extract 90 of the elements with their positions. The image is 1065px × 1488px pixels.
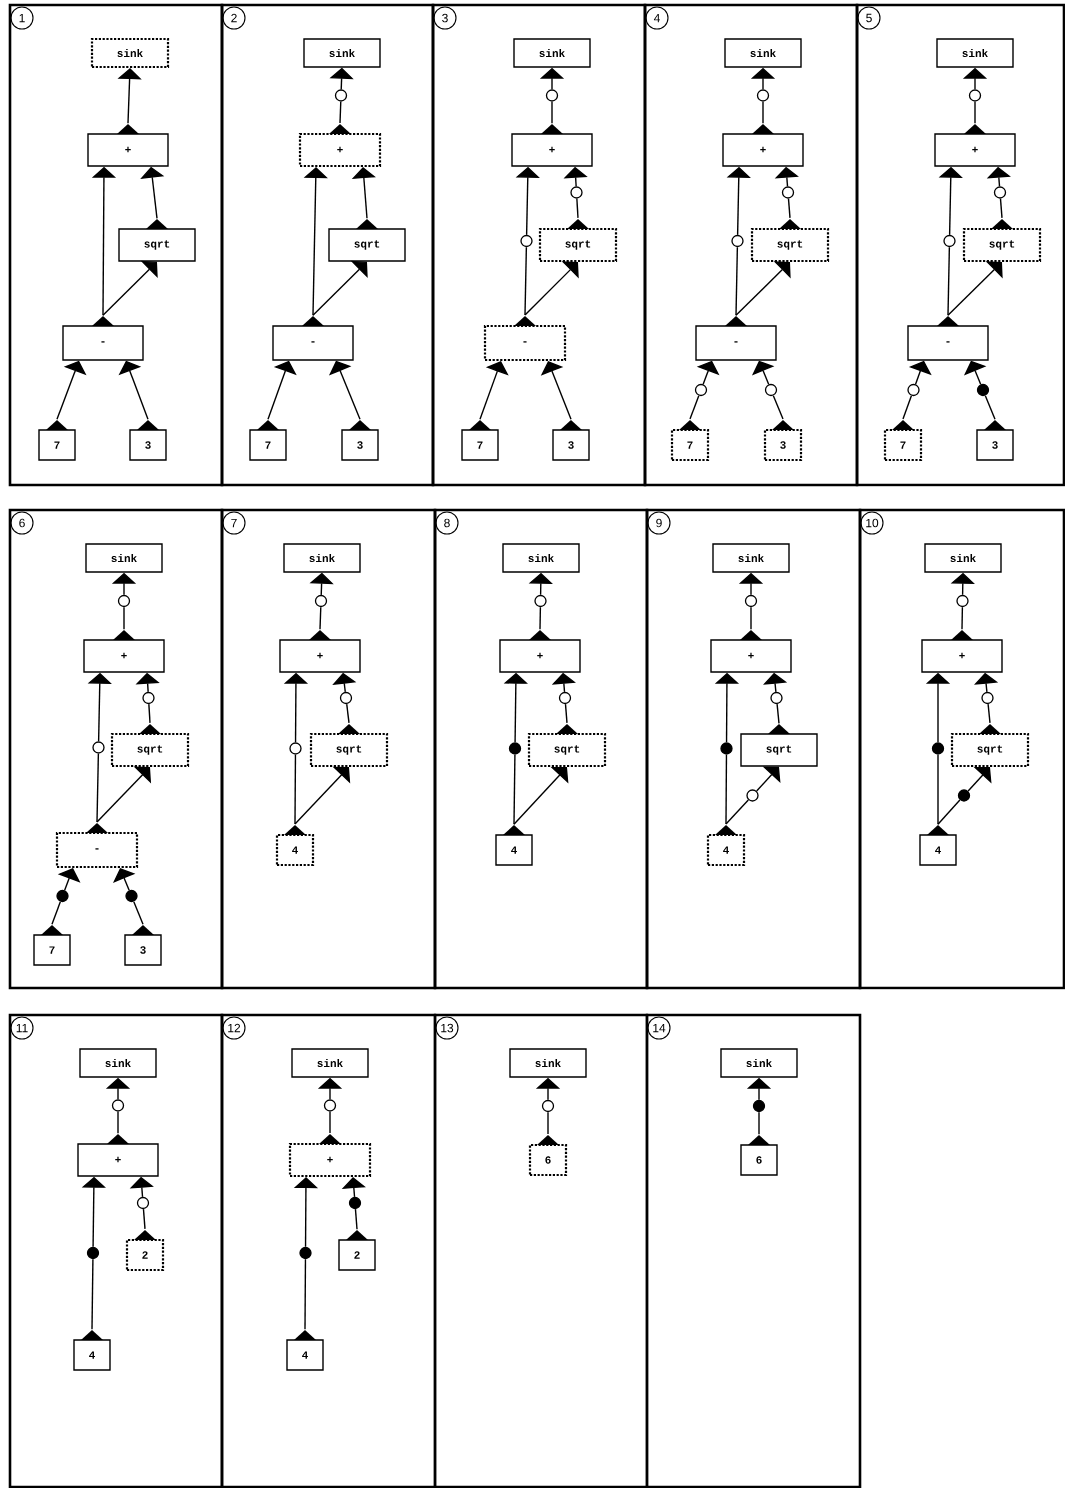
step-number: 1 bbox=[10, 6, 34, 30]
sink-box: sink bbox=[712, 543, 790, 573]
arrow bbox=[755, 766, 781, 792]
value-box: 4 bbox=[919, 825, 957, 866]
arrow bbox=[118, 360, 149, 420]
arrow bbox=[312, 260, 368, 316]
sink-box: sink bbox=[724, 38, 802, 68]
arrow bbox=[735, 261, 791, 316]
sink-box: sink bbox=[79, 1048, 157, 1078]
value-box: 7 bbox=[670, 420, 710, 462]
operator-box: + bbox=[83, 630, 165, 673]
value-box: 3 bbox=[341, 420, 379, 461]
operator-box: - bbox=[55, 823, 139, 869]
value-box: 2 bbox=[338, 1230, 376, 1271]
operator-box: + bbox=[722, 124, 804, 167]
operator-box: + bbox=[499, 630, 581, 673]
sink-box: sink bbox=[513, 38, 591, 68]
operator-box: - bbox=[907, 316, 989, 361]
operator-box: - bbox=[62, 316, 144, 361]
sink-box: sink bbox=[291, 1048, 369, 1078]
operator-box: - bbox=[695, 316, 777, 361]
value-box: 4 bbox=[495, 825, 533, 866]
value-box: 7 bbox=[33, 925, 71, 966]
step-number: 14 bbox=[647, 1016, 671, 1040]
arrow bbox=[967, 767, 992, 792]
sink-box: sink bbox=[720, 1048, 798, 1078]
operator-box: sqrt bbox=[309, 724, 389, 768]
operator-box: - bbox=[483, 316, 567, 362]
sink-box: sink bbox=[303, 38, 381, 68]
step-number: 2 bbox=[222, 6, 246, 30]
sink-box: sink bbox=[85, 543, 163, 573]
operator-box: sqrt bbox=[538, 219, 618, 263]
sink-box: sink bbox=[924, 543, 1002, 573]
operator-box: - bbox=[272, 316, 354, 361]
step-number: 13 bbox=[435, 1016, 459, 1040]
operator-box: sqrt bbox=[750, 219, 830, 263]
value-box: 2 bbox=[125, 1230, 165, 1272]
value-box: 3 bbox=[129, 420, 167, 461]
arrow bbox=[947, 261, 1003, 316]
value-box: 4 bbox=[275, 825, 315, 867]
value-box: 6 bbox=[528, 1135, 568, 1177]
step-number: 9 bbox=[647, 511, 671, 535]
value-box: 4 bbox=[286, 1330, 324, 1371]
operator-box: sqrt bbox=[328, 219, 406, 262]
value-box: 7 bbox=[249, 420, 287, 461]
step-number: 5 bbox=[857, 6, 881, 30]
value-box: 3 bbox=[552, 420, 590, 461]
operator-box: + bbox=[77, 1134, 159, 1177]
value-box: 3 bbox=[763, 420, 803, 462]
operator-box: sqrt bbox=[962, 219, 1042, 263]
operator-box: sqrt bbox=[950, 724, 1030, 768]
operator-box: + bbox=[511, 124, 593, 167]
operator-box: + bbox=[288, 1134, 372, 1178]
value-box: 7 bbox=[883, 420, 923, 462]
operator-box: + bbox=[298, 124, 382, 168]
arrow bbox=[102, 260, 158, 316]
step-number: 4 bbox=[645, 6, 669, 30]
operator-box: + bbox=[934, 124, 1016, 167]
value-box: 3 bbox=[976, 420, 1014, 461]
operator-box: + bbox=[279, 630, 361, 673]
operator-box: + bbox=[710, 630, 792, 673]
arrow bbox=[294, 766, 351, 825]
sink-box: sink bbox=[283, 543, 361, 573]
operator-box: + bbox=[921, 630, 1003, 673]
operator-box: sqrt bbox=[527, 724, 607, 768]
step-number: 11 bbox=[10, 1016, 34, 1040]
sink-box: sink bbox=[936, 38, 1014, 68]
value-box: 4 bbox=[73, 1330, 111, 1371]
value-box: 3 bbox=[124, 925, 162, 966]
arrow bbox=[513, 766, 569, 825]
step-number: 6 bbox=[10, 511, 34, 535]
operator-box: sqrt bbox=[740, 724, 818, 767]
value-box: 4 bbox=[706, 825, 746, 867]
value-box: 6 bbox=[740, 1135, 778, 1176]
step-number: 7 bbox=[222, 511, 246, 535]
step-number: 3 bbox=[433, 6, 457, 30]
operator-box: sqrt bbox=[110, 724, 190, 768]
arrow bbox=[540, 361, 572, 420]
value-box: 7 bbox=[461, 420, 499, 461]
step-number: 10 bbox=[860, 511, 884, 535]
arrow bbox=[524, 261, 579, 316]
step-number: 8 bbox=[435, 511, 459, 535]
step-number: 12 bbox=[222, 1016, 246, 1040]
sink-box: sink bbox=[509, 1048, 587, 1078]
operator-box: + bbox=[87, 124, 169, 167]
sink-box: sink bbox=[90, 37, 170, 69]
value-box: 7 bbox=[38, 420, 76, 461]
operator-box: sqrt bbox=[118, 219, 196, 262]
sink-box: sink bbox=[502, 543, 580, 573]
arrow bbox=[328, 360, 361, 420]
